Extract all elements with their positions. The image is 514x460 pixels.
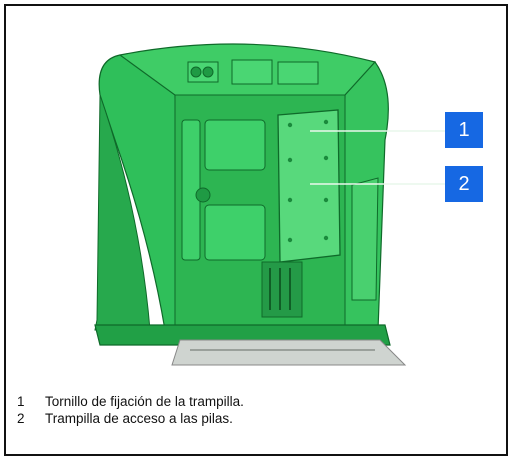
legend-number: 1 [17,394,25,409]
bottom-panel [171,339,407,366]
housing-left-wall [98,54,181,340]
legend-item: 1 Tornillo de fijación de la trampilla. [17,393,497,410]
legend-text: Trampilla de acceso a las pilas. [45,411,233,426]
legend-number: 2 [17,411,25,426]
callout-1: 1 [445,112,483,148]
legend-item: 2 Trampilla de acceso a las pilas. [17,410,497,427]
battery-door [277,109,341,263]
callout-2: 2 [445,166,483,202]
legend-text: Tornillo de fijación de la trampilla. [45,394,244,409]
legend: 1 Tornillo de fijación de la trampilla. … [17,393,497,427]
